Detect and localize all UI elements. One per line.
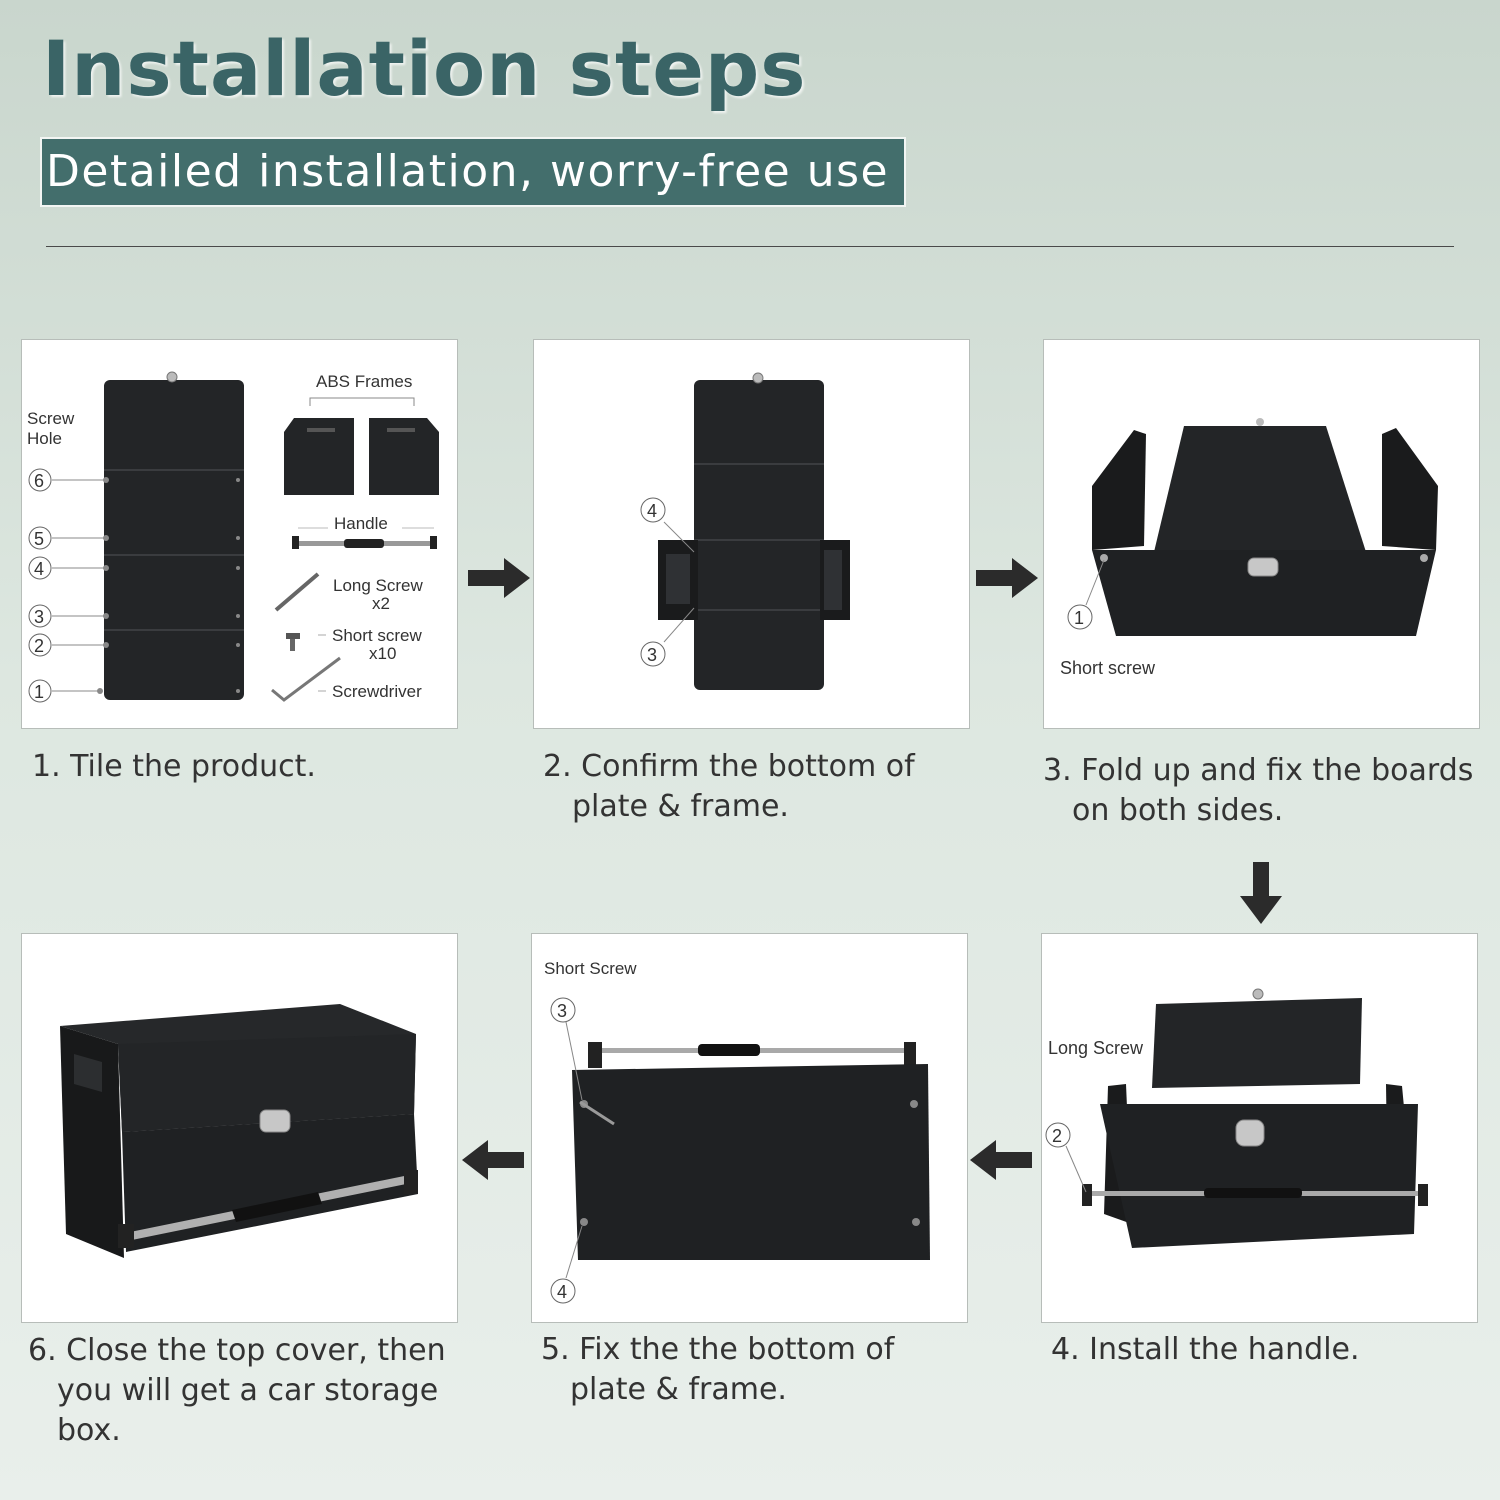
step-6-caption-line-3: box. xyxy=(57,1413,121,1448)
marker-2: 2 xyxy=(1052,1126,1062,1146)
step-5-caption-line-2: plate & frame. xyxy=(570,1372,787,1407)
long-screw-qty: x2 xyxy=(372,594,390,613)
step-4-caption: 4. Install the handle. xyxy=(1051,1330,1360,1370)
step-5-caption-line-1: 5. Fix the the bottom of xyxy=(541,1332,895,1367)
step-6-caption-line-2: you will get a car storage xyxy=(57,1373,439,1408)
step-4-caption-line-1: 4. Install the handle. xyxy=(1051,1332,1360,1367)
page-subtitle: Detailed installation, worry-free use xyxy=(40,137,906,207)
step-6-caption-line-1: 6. Close the top cover, then xyxy=(28,1333,446,1368)
page-title: Installation steps xyxy=(42,24,807,113)
marker-3: 3 xyxy=(647,645,657,665)
arrow-down-icon xyxy=(1240,862,1282,924)
header-divider xyxy=(46,246,1454,247)
step-2-caption-line-1: 2. Confirm the bottom of xyxy=(543,749,915,784)
arrow-right-icon xyxy=(976,558,1038,598)
side-board-right xyxy=(1382,428,1438,550)
screwdriver-label: Screwdriver xyxy=(332,682,422,701)
marker-2: 2 xyxy=(34,636,44,656)
marker-3: 3 xyxy=(34,607,44,627)
abs-frames-label: ABS Frames xyxy=(316,372,412,391)
front-board xyxy=(1100,1104,1418,1248)
arrow-right-icon xyxy=(468,558,530,598)
bottom-plate xyxy=(572,1064,930,1260)
screwdriver-part xyxy=(271,656,341,702)
back-board xyxy=(1154,426,1366,552)
long-screw-label: Long Screw xyxy=(1048,1038,1144,1058)
marker-3: 3 xyxy=(557,1001,567,1021)
long-screw-label: Long Screw xyxy=(333,576,423,595)
step-1-image: Screw Hole 6 5 4 3 2 1 ABS Frames Handle… xyxy=(21,339,458,729)
frame-left xyxy=(658,540,698,620)
step-3-caption-line-1: 3. Fold up and fix the boards xyxy=(1043,753,1474,788)
marker-1: 1 xyxy=(34,682,44,702)
step-2-caption-line-2: plate & frame. xyxy=(572,789,789,824)
step-3-image: 1 Short screw xyxy=(1043,339,1480,729)
step-5-image: Short Screw 3 4 xyxy=(531,933,968,1323)
lock-icon xyxy=(1235,1119,1265,1147)
screw-hole-markers xyxy=(28,468,52,703)
step-2-caption: 2. Confirm the bottom of plate & frame. xyxy=(543,747,915,827)
marker-4: 4 xyxy=(557,1282,567,1302)
short-screw-part xyxy=(286,633,300,651)
abs-frame-left xyxy=(284,418,354,495)
handle-part xyxy=(292,536,437,549)
long-screw-part xyxy=(274,572,320,612)
marker-6: 6 xyxy=(34,471,44,491)
abs-frame-right xyxy=(369,418,439,495)
short-screw-label: Short screw xyxy=(332,626,422,645)
marker-5: 5 xyxy=(34,529,44,549)
screw-hole-label-2: Hole xyxy=(27,429,62,448)
screw-hole-label-1: Screw xyxy=(27,409,75,428)
step-6-caption: 6. Close the top cover, then you will ge… xyxy=(28,1331,446,1451)
step-3-caption-line-2: on both sides. xyxy=(1072,793,1284,828)
marker-4: 4 xyxy=(34,559,44,579)
step-2-image: 4 3 xyxy=(533,339,970,729)
finished-storage-box xyxy=(60,1004,418,1258)
step-4-image: 2 Long Screw xyxy=(1041,933,1478,1323)
marker-1: 1 xyxy=(1074,608,1084,628)
arrow-left-icon xyxy=(462,1140,524,1180)
handle-label: Handle xyxy=(334,514,388,533)
handle-part xyxy=(588,1042,916,1068)
side-board-left xyxy=(1092,430,1146,550)
front-board xyxy=(1092,550,1436,636)
step-3-caption: 3. Fold up and fix the boards on both si… xyxy=(1043,751,1473,831)
frame-right xyxy=(820,540,850,620)
short-screw-label: Short screw xyxy=(1060,658,1156,678)
back-board xyxy=(1152,998,1362,1088)
arrow-left-icon xyxy=(970,1140,1032,1180)
lock-icon xyxy=(1247,557,1279,577)
step-6-image xyxy=(21,933,458,1323)
step-1-caption: 1. Tile the product. xyxy=(32,747,316,787)
marker-4: 4 xyxy=(647,501,657,521)
handle-part xyxy=(1082,1184,1428,1206)
step-5-caption: 5. Fix the the bottom of plate & frame. xyxy=(541,1330,894,1410)
short-screw-qty: x10 xyxy=(369,644,396,663)
step-1-caption-line-1: 1. Tile the product. xyxy=(32,749,316,784)
short-screw-label: Short Screw xyxy=(544,959,637,978)
